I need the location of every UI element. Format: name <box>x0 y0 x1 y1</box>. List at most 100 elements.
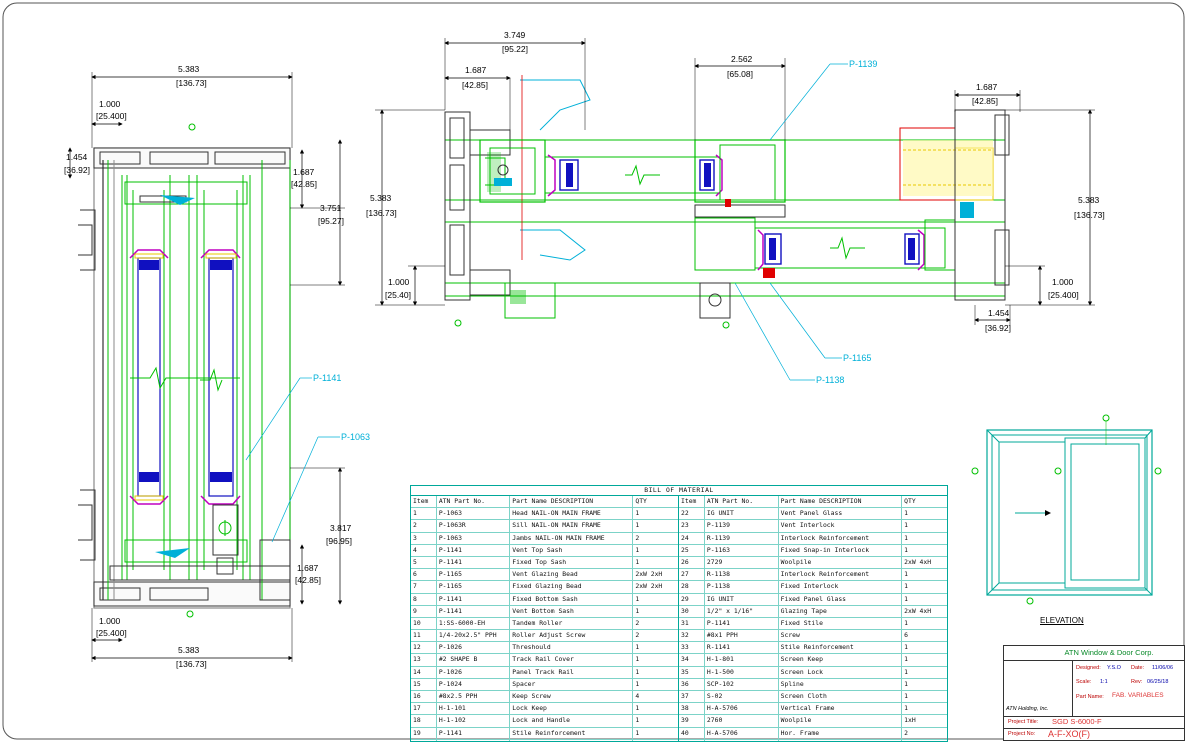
bom-item-no: 38 <box>679 703 705 715</box>
bom-part-no: P-1026 <box>437 666 511 678</box>
bom-description: Glazing Tape <box>779 605 903 617</box>
bom-part-no: P-1141 <box>437 605 511 617</box>
bom-part-no: R-1141 <box>705 642 779 654</box>
section-marker <box>722 321 730 329</box>
bom-item-no: 4 <box>411 544 437 556</box>
bom-item-no: 22 <box>679 508 705 520</box>
dim-r-d1-mm: [95.22] <box>502 44 528 54</box>
dim-mid-h-mm: [95.27] <box>318 216 344 226</box>
dim-mid-h: 3.751 <box>320 203 342 213</box>
bom-part-no: IG UNIT <box>705 508 779 520</box>
dim-r-d3-mm: [65.08] <box>727 69 753 79</box>
bom-item-no: 8 <box>411 593 437 605</box>
bom-qty: 1 <box>635 679 640 688</box>
dim-sash-h: 1.687 <box>293 167 315 177</box>
bom-part-no: H-1-801 <box>705 654 779 666</box>
bom-description: Spline <box>779 678 903 690</box>
bom-description: Screen Lock <box>779 666 903 678</box>
bom-description: Sill NAIL-ON MAIN FRAME <box>510 520 634 532</box>
dim-r-h-right: 5.383 <box>1078 195 1100 205</box>
bom-description: Fixed Panel Glass <box>779 593 903 605</box>
bom-part-no: P-1063 <box>437 532 511 544</box>
bom-description: Tandem Roller <box>510 617 634 630</box>
bom-item-no: 36 <box>679 678 705 690</box>
bom-qty: 2 <box>635 533 640 542</box>
dim-r-h-left-mm: [136.73] <box>366 208 397 218</box>
dim-r-h-right-mm: [136.73] <box>1074 210 1105 220</box>
bom-item-no: 34 <box>679 654 705 666</box>
bom-header-part: ATN Part No. <box>437 496 511 508</box>
bom-qty: 1 <box>635 704 640 713</box>
dim-r-bot: 1.454 <box>988 308 1010 318</box>
bom-part-no: #8x1 PPH <box>705 630 779 642</box>
bom-item-no: 37 <box>679 691 705 703</box>
bom-part-no: #2 SHAPE B <box>437 654 511 666</box>
dim-left-top-width: 5.383 <box>178 64 200 74</box>
bom-header-row: Item ATN Part No. Part Name DESCRIPTION … <box>411 496 678 509</box>
project-no-label: Project No: <box>1008 731 1036 737</box>
bom-part-no: P-1139 <box>705 520 779 532</box>
bom-item-no: 40 <box>679 727 705 739</box>
bom-part-no: P-1138 <box>705 581 779 593</box>
bom-description: Vent Interlock <box>779 520 903 532</box>
dim-left-top-width-mm: [136.73] <box>176 78 207 88</box>
bom-part-no: P-1165 <box>437 581 511 593</box>
bom-part-no: P-1141 <box>437 727 511 739</box>
bom-part-no: 1/4-20x2.5" PPH <box>437 630 511 642</box>
bom-item-no: 14 <box>411 666 437 678</box>
callout-p1138: P-1138 <box>816 375 844 385</box>
date-label: Date: <box>1131 665 1145 671</box>
bom-part-no: P-1163 <box>705 544 779 556</box>
bom-description: Fixed Bottom Sash <box>510 593 634 605</box>
bom-qty: 1 <box>635 728 640 737</box>
bom-item-no: 41 <box>679 739 705 741</box>
bom-description: Stile Reinforcement <box>510 727 634 739</box>
callout-p1139: P-1139 <box>849 59 877 69</box>
dim-r-d2-mm: [42.85] <box>462 80 488 90</box>
bom-item-no: 7 <box>411 581 437 593</box>
bom-description: Screw <box>779 630 903 642</box>
bom-qty: 1 <box>635 667 640 676</box>
bom-description: Keep Screw <box>510 691 634 703</box>
bom-part-no: 1/2" x 1/16" <box>705 605 779 617</box>
bom-part-no: H-1-500 <box>705 666 779 678</box>
dim-r-h-left: 5.383 <box>370 193 392 203</box>
dim-r-bot-mm: [36.92] <box>985 323 1011 333</box>
scale-label: Scale: <box>1076 679 1092 685</box>
callout-p1063: P-1063 <box>341 432 370 442</box>
bom-qty: 1 <box>904 533 909 542</box>
bom-item-no: 29 <box>679 593 705 605</box>
bom-part-no: #8x2.5 PPH <box>437 691 511 703</box>
section-marker <box>188 123 196 131</box>
bom-qty: 1 <box>635 716 640 725</box>
project-title-label: Project Title: <box>1008 719 1039 725</box>
bom-qty: 2xW 4xH <box>904 606 932 615</box>
bom-part-no: H-1-101 <box>437 703 511 715</box>
dim-left-offset-mm: [25.400] <box>96 111 127 121</box>
bom-description: Woolpile <box>779 715 903 727</box>
bom-description: Fixed Top Sash <box>510 556 634 569</box>
bill-of-material-table: BILL OF MATERIAL Item ATN Part No. Part … <box>410 485 948 742</box>
dim-sill-h: 1.687 <box>297 563 319 573</box>
bom-item-no: 2 <box>411 520 437 532</box>
bom-title: BILL OF MATERIAL <box>411 486 947 496</box>
bom-qty: 1 <box>904 521 909 530</box>
dim-bot-offset: 1.000 <box>99 616 121 626</box>
dim-head-h: 1.454 <box>66 152 88 162</box>
dim-low-h: 3.817 <box>330 523 352 533</box>
dim-left-offset: 1.000 <box>99 99 121 109</box>
bom-description: Roller Adjust Screw <box>510 630 634 642</box>
bom-part-no: P-1026 <box>437 642 511 654</box>
